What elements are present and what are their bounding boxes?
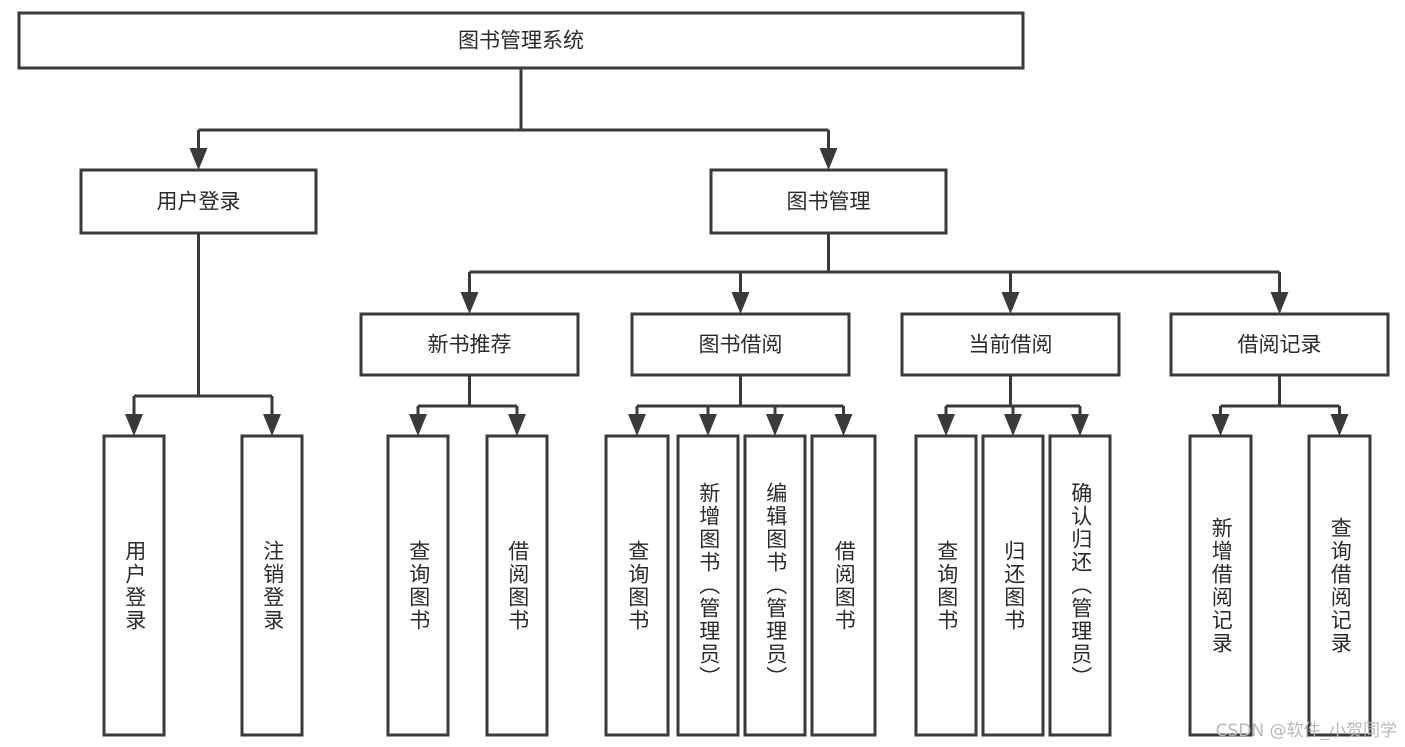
node-box-book-borrow xyxy=(630,312,851,377)
arrow-head-icon xyxy=(1270,292,1289,314)
node-label-book-borrow: 图书借阅 xyxy=(699,333,783,357)
node-box-root xyxy=(17,11,1025,70)
arrow-head-icon xyxy=(628,414,646,436)
arrow-head-icon xyxy=(189,148,208,170)
node-box-new-book-recommend xyxy=(359,312,580,377)
node-box-leaf-query-book-borrow xyxy=(604,434,670,737)
arrow-head-icon xyxy=(460,292,479,314)
node-box-leaf-edit-book xyxy=(743,434,807,737)
arrow-head-icon xyxy=(834,414,853,436)
node-box-leaf-return-book xyxy=(981,434,1045,737)
arrow-head-icon xyxy=(263,414,281,436)
arrow-head-icon xyxy=(819,148,838,170)
node-box-user-login xyxy=(79,168,318,235)
node-box-leaf-user-logout xyxy=(240,434,304,737)
arrow-head-icon xyxy=(937,414,955,436)
node-box-leaf-borrow-book-recommend xyxy=(485,434,549,737)
node-box-leaf-query-book-recommend xyxy=(386,434,450,737)
arrow-head-icon xyxy=(125,414,143,436)
node-box-borrow-record xyxy=(1169,312,1390,377)
arrow-head-icon xyxy=(731,292,750,314)
arrow-head-icon xyxy=(508,414,526,436)
node-box-book-manage xyxy=(709,168,948,235)
node-label-book-manage: 图书管理 xyxy=(787,190,871,214)
node-label-new-book-recommend: 新书推荐 xyxy=(428,333,512,357)
node-box-leaf-add-borrow-record xyxy=(1188,434,1253,737)
node-label-borrow-record: 借阅记录 xyxy=(1238,333,1322,357)
arrow-head-icon xyxy=(1330,414,1349,436)
node-box-layer xyxy=(17,11,1390,737)
arrow-head-icon xyxy=(1071,414,1089,436)
arrow-head-icon xyxy=(766,414,784,436)
arrow-head-icon xyxy=(409,414,427,436)
arrow-head-icon xyxy=(1211,414,1230,436)
arrow-head-icon xyxy=(1004,414,1022,436)
node-box-leaf-user-login xyxy=(102,434,166,737)
node-box-leaf-confirm-return xyxy=(1048,434,1112,737)
connector-layer xyxy=(125,68,1349,436)
node-label-user-login: 用户登录 xyxy=(157,190,241,214)
node-box-leaf-query-book-current xyxy=(914,434,978,737)
arrow-head-icon xyxy=(1001,292,1020,314)
node-box-leaf-add-book xyxy=(676,434,740,737)
arrow-head-icon xyxy=(699,414,717,436)
node-box-current-borrow xyxy=(900,312,1121,377)
node-box-leaf-borrow-book xyxy=(810,434,877,737)
node-label-current-borrow: 当前借阅 xyxy=(969,333,1053,357)
node-label-root: 图书管理系统 xyxy=(458,29,584,53)
watermark-text: CSDN @软件_小贺同学 xyxy=(1215,721,1397,741)
node-box-leaf-query-borrow-record xyxy=(1307,434,1372,737)
